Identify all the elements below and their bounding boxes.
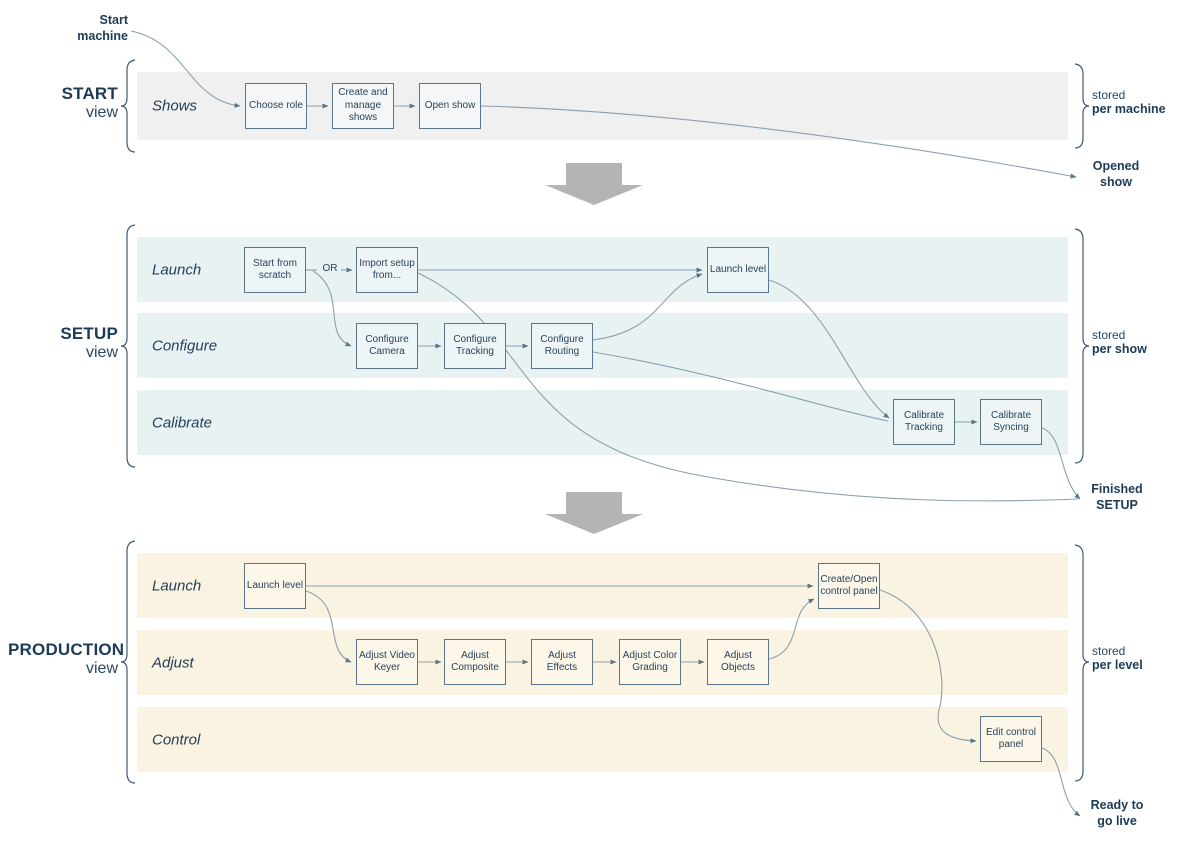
lane-control: Control xyxy=(137,707,1068,772)
stored-label-production: stored per level xyxy=(1092,644,1172,672)
step-adjust-effects: Adjust Effects xyxy=(531,639,593,685)
step-configure-routing: Configure Routing xyxy=(531,323,593,369)
lane-label-production-launch: Launch xyxy=(152,577,202,594)
step-production-launch-level: Launch level xyxy=(244,563,306,609)
edge-scratch-to-configure-camera xyxy=(312,270,352,347)
down-arrow-icon xyxy=(545,163,643,205)
section-name-production: PRODUCTION xyxy=(8,640,125,659)
bracket-left-start xyxy=(120,59,136,153)
section-label-start: START view xyxy=(8,84,118,122)
bracket-left-production xyxy=(120,540,136,784)
section-brackets xyxy=(120,59,1090,784)
step-adjust-color-grading: Adjust Color Grading xyxy=(619,639,681,685)
edge-launch-to-adjust-keyer xyxy=(305,590,352,663)
lane-configure: Configure xyxy=(137,313,1068,378)
or-label: OR xyxy=(322,263,338,274)
section-view-setup: view xyxy=(85,344,118,361)
lane-label-calibrate: Calibrate xyxy=(152,414,213,431)
section-view-production: view xyxy=(85,660,118,677)
stored-word-setup: stored xyxy=(1092,328,1126,342)
edge-import-to-finished-setup xyxy=(417,272,1079,502)
terminal-finished-setup: Finished SETUP xyxy=(1091,482,1143,513)
bracket-right-production xyxy=(1074,544,1090,782)
step-configure-camera: Configure Camera xyxy=(356,323,418,369)
down-arrow-icon xyxy=(545,492,643,534)
stored-scope-start: per machine xyxy=(1092,102,1166,116)
stored-label-start: stored per machine xyxy=(1092,88,1172,116)
terminal-ready-go-live: Ready to go live xyxy=(1090,798,1144,829)
lane-label-shows: Shows xyxy=(152,97,198,115)
terminal-opened-show: Opened show xyxy=(1092,159,1140,190)
lane-label-configure: Configure xyxy=(152,337,218,354)
edge-syncing-to-finished-setup xyxy=(1041,427,1081,500)
step-open-show: Open show xyxy=(419,83,481,129)
step-adjust-video-keyer: Adjust Video Keyer xyxy=(356,639,418,685)
stored-label-setup: stored per show xyxy=(1092,328,1172,356)
step-adjust-composite: Adjust Composite xyxy=(444,639,506,685)
edge-routing-to-calibrate-tracking xyxy=(592,351,889,422)
terminal-start-machine: Start machine xyxy=(77,13,128,44)
step-adjust-objects: Adjust Objects xyxy=(707,639,769,685)
stored-scope-setup: per show xyxy=(1092,342,1147,356)
stored-word-production: stored xyxy=(1092,644,1126,658)
lane-label-setup-launch: Launch xyxy=(152,261,202,278)
step-start-from-scratch: Start from scratch xyxy=(244,247,306,293)
step-calibrate-tracking: Calibrate Tracking xyxy=(893,399,955,445)
lane-label-adjust: Adjust xyxy=(152,654,194,671)
edge-create-open-to-edit-panel xyxy=(879,589,977,744)
step-import-setup: Import setup from... xyxy=(356,247,418,293)
step-calibrate-syncing: Calibrate Syncing xyxy=(980,399,1042,445)
bracket-right-setup xyxy=(1074,228,1090,464)
step-configure-tracking: Configure Tracking xyxy=(444,323,506,369)
step-choose-role: Choose role xyxy=(245,83,307,129)
section-name-start: START xyxy=(61,84,118,103)
edge-edit-panel-to-ready xyxy=(1041,747,1081,817)
stored-word-start: stored xyxy=(1092,88,1126,102)
section-label-setup: SETUP view xyxy=(8,324,118,362)
section-name-setup: SETUP xyxy=(60,324,118,343)
edge-objects-to-create-open-panel xyxy=(768,598,815,660)
stored-scope-production: per level xyxy=(1092,658,1143,672)
lane-label-control: Control xyxy=(152,731,201,748)
edge-launch-level-to-calibrate-tracking xyxy=(768,279,890,419)
step-setup-launch-level: Launch level xyxy=(707,247,769,293)
edge-open-show-to-opened-show xyxy=(480,105,1077,179)
edge-routing-to-launch-level xyxy=(592,273,703,341)
section-view-start: view xyxy=(85,104,118,121)
section-label-production: PRODUCTION view xyxy=(8,640,125,678)
step-edit-control-panel: Edit control panel xyxy=(980,716,1042,762)
bracket-left-setup xyxy=(120,224,136,468)
section-transition-arrow-icons xyxy=(545,163,643,534)
step-create-manage-shows: Create and manage shows xyxy=(332,83,394,129)
bracket-right-start xyxy=(1074,63,1090,149)
step-create-open-control-panel: Create/Open control panel xyxy=(818,563,880,609)
edge-start-machine-to-choose-role xyxy=(130,30,241,108)
